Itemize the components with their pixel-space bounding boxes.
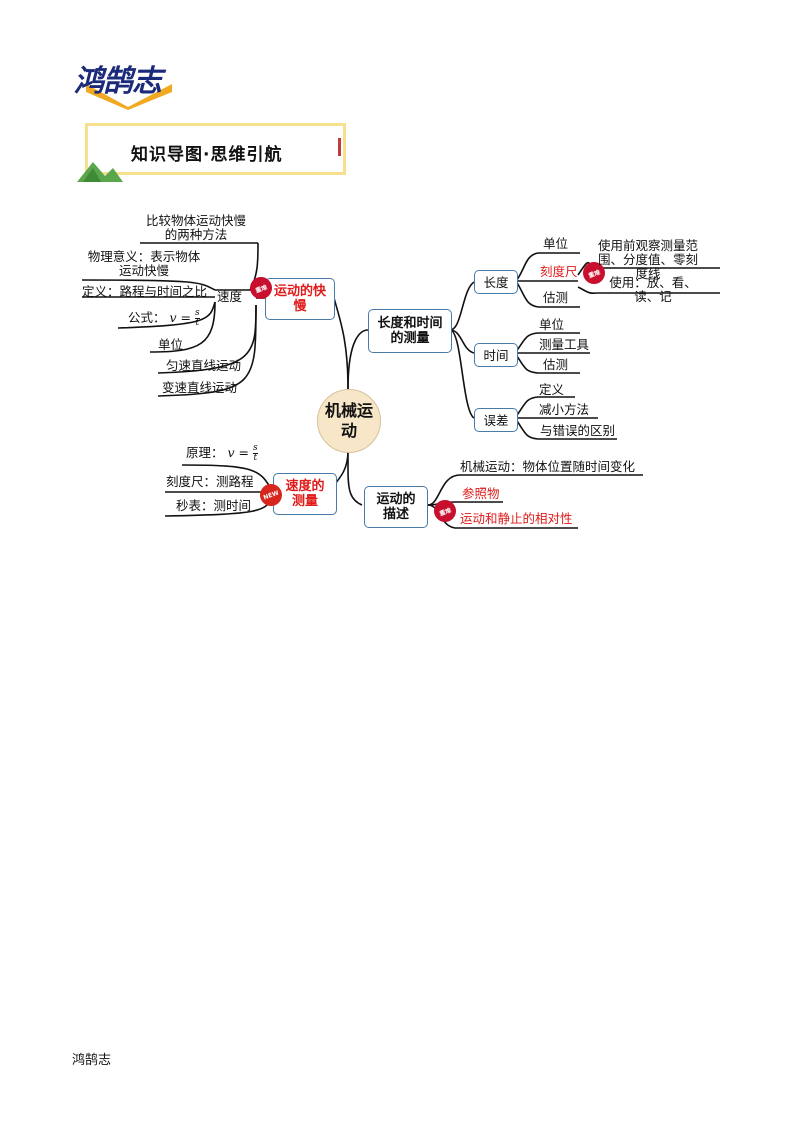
mechanical-motion-label: 机械运动：物体位置随时间变化 (460, 459, 636, 474)
branch-speed-measure: 速度的测量 (273, 473, 337, 515)
center-node: 机械运动 (317, 389, 381, 453)
principle-eq: = (238, 445, 250, 460)
branch-length-time: 长度和时间的测量 (368, 309, 452, 353)
logo-chevron-icon (86, 84, 172, 110)
time-node: 时间 (474, 343, 518, 367)
branch-speed-measure-label: 速度的测量 (285, 479, 325, 509)
error-difference-label: 与错误的区别 (540, 423, 616, 438)
length-node: 长度 (474, 270, 518, 294)
formula-s: s (195, 308, 200, 319)
branch-speed-compare: 运动的快慢 (265, 278, 335, 320)
time-unit-label: 单位 (539, 317, 565, 332)
ruler-label: 刻度尺 (540, 264, 578, 279)
meaning-label: 物理意义：表示物体运动快慢 (87, 249, 201, 278)
methods-label: 比较物体运动快慢的两种方法 (145, 213, 246, 242)
principle-prefix: 原理： (186, 445, 224, 460)
principle-label: 原理： v = s t (186, 444, 258, 463)
formula-prefix: 公式： (128, 310, 166, 325)
footer-text: 鸿鹄志 (72, 1053, 112, 1068)
time-estimate-label: 估测 (543, 357, 569, 372)
length-unit-label: 单位 (543, 236, 569, 251)
logo-text: 鸿鹄志 (74, 64, 162, 99)
error-reduce-label: 减小方法 (539, 402, 590, 417)
branch-length-time-label: 长度和时间的测量 (377, 316, 443, 346)
formula-t: t (195, 318, 200, 328)
banner-title: 知识导图·思维引航 (131, 145, 283, 165)
principle-v: v (227, 445, 235, 460)
section-banner (85, 123, 346, 175)
definition-label: 定义：路程与时间之比 (82, 284, 208, 299)
ruler-use-label: 使用：放、看、读、记 (609, 275, 697, 304)
variable-motion-label: 变速直线运动 (162, 380, 238, 395)
speed-label: 速度 (217, 289, 243, 304)
length-estimate-label: 估测 (543, 290, 569, 305)
reference-object-label: 参照物 (462, 486, 500, 501)
branch-speed-compare-label: 运动的快慢 (274, 284, 327, 314)
uniform-motion-label: 匀速直线运动 (166, 358, 242, 373)
ruler-before-use-label: 使用前观察测量范围、分度值、零刻度线 (597, 238, 698, 281)
formula-v: v (169, 310, 177, 325)
banner-accent-bar (338, 138, 341, 156)
mountain-icon (77, 162, 123, 182)
stopwatch-label: 秒表：测时间 (176, 498, 252, 513)
error-definition-label: 定义 (539, 382, 565, 397)
branch-motion-desc-label: 运动的描述 (376, 492, 416, 522)
error-node: 误差 (474, 408, 518, 432)
ruler-distance-label: 刻度尺：测路程 (166, 474, 254, 489)
unit-label: 单位 (158, 337, 184, 352)
principle-t: t (253, 453, 258, 463)
time-tool-label: 测量工具 (539, 337, 590, 352)
relativity-label: 运动和静止的相对性 (460, 511, 573, 526)
formula-label: 公式： v = s t (128, 309, 200, 328)
branch-motion-desc: 运动的描述 (364, 486, 428, 528)
logo: 鸿鹄志 (72, 52, 184, 110)
formula-eq: = (180, 310, 192, 325)
principle-s: s (253, 443, 258, 454)
